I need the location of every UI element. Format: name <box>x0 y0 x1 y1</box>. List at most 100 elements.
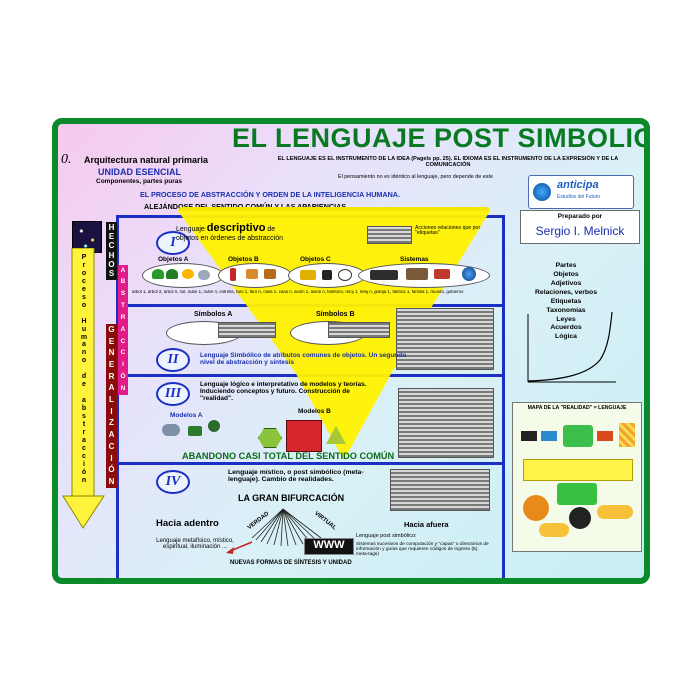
tree-icon <box>152 269 164 279</box>
credit-prepared: Preparado por <box>557 213 603 220</box>
vertical-letter: r <box>82 261 86 269</box>
vertical-letter: o <box>81 357 87 365</box>
vertical-letter: a <box>82 397 86 405</box>
vertical-letter: L <box>109 395 114 405</box>
vertical-letter: N <box>108 476 115 486</box>
train-icon <box>370 270 398 280</box>
pipeline-model-icon <box>258 428 282 448</box>
list-item: Taxonomías <box>546 306 586 314</box>
vertical-letter: Ó <box>108 465 115 475</box>
bifurcation-fan <box>226 508 322 554</box>
vertical-letter: E <box>108 231 115 241</box>
vertical-letter: A <box>120 266 126 274</box>
map-node <box>521 431 537 441</box>
gear-icon <box>208 420 220 432</box>
vertical-letter: A <box>108 430 115 440</box>
level-3-numeral: III <box>156 382 190 406</box>
vertical-letter: R <box>108 371 115 381</box>
vertical-letter: e <box>82 285 86 293</box>
vertical-letter: H <box>108 222 115 232</box>
factory-icon <box>406 268 428 280</box>
vertical-letter: C <box>108 441 115 451</box>
tractor-icon <box>188 426 202 436</box>
level-zero-number: 0. <box>61 152 72 167</box>
anticipa-logo: anticipa Estudios del Futuro <box>528 175 634 209</box>
vertical-letter: H <box>108 250 115 260</box>
logo-name: anticipa <box>557 179 599 191</box>
level-3-redacted-side <box>398 388 494 458</box>
vertical-letter: S <box>120 290 126 298</box>
vertical-letter: c <box>82 277 86 285</box>
vertical-letter: Z <box>109 418 114 428</box>
list-item: Adjetivos <box>550 279 582 287</box>
rain-cloud-icon <box>162 424 180 436</box>
sun-icon <box>182 269 194 279</box>
map-title: MAPA DE LA "REALIDAD" = LENGUAJE <box>527 405 627 411</box>
car-icon <box>300 270 316 280</box>
level-3-text: Lenguaje lógico e interpretativo de mode… <box>200 381 367 402</box>
map-node <box>523 459 633 481</box>
map-node <box>597 505 633 519</box>
vertical-letter: N <box>108 348 115 358</box>
vertical-letter: e <box>82 381 86 389</box>
simbolos-b-label: Símbolos B <box>316 311 355 318</box>
process-heading-line2: ALEJÁNDOSE DEL SENTIDO COMÚN Y LAS APARI… <box>144 202 347 211</box>
vertical-letter: I <box>110 406 113 416</box>
map-node <box>539 523 569 537</box>
nuevas-formas-label: NUEVAS FORMAS DE SÍNTESIS Y UNIDAD <box>230 560 352 566</box>
level-1-numeral: I <box>156 231 190 255</box>
map-node <box>619 423 635 447</box>
phone-icon <box>322 270 332 280</box>
list-item: Relaciones, verbos <box>535 288 597 296</box>
www-label: WWW <box>313 539 345 551</box>
level-2-redacted-side <box>396 308 494 370</box>
hacia-afuera-desc: Sistemas sucesivos de computación y "cap… <box>356 542 489 558</box>
abandono-heading: ABANDONO CASI TOTAL DEL SENTIDO COMÚN <box>182 451 395 461</box>
house-icon <box>246 269 258 279</box>
level-4-redacted-side <box>390 469 490 511</box>
simbolos-a-label: Símbolos A <box>194 311 233 318</box>
vertical-letter: A <box>120 325 126 333</box>
vertical-letter: a <box>82 341 86 349</box>
map-node <box>557 483 597 505</box>
map-node <box>563 425 593 447</box>
level-1-actions: Acciones relaciones que por "etiquetas" <box>415 225 481 237</box>
list-item: Acuerdos <box>550 324 582 332</box>
vertical-letter: I <box>122 361 124 369</box>
machine-model-icon <box>286 420 322 452</box>
globe-icon <box>462 267 476 281</box>
level-4-numeral: IV <box>156 470 190 494</box>
credit-author: Sergio I. Melnick <box>535 224 625 238</box>
vertical-letter: r <box>82 428 86 436</box>
logo-tagline: Estudios del Futuro <box>557 194 601 200</box>
vertical-letter: B <box>120 278 126 286</box>
vertical-letter: u <box>81 325 87 333</box>
family-icon <box>434 269 450 279</box>
vertical-letter: o <box>81 269 87 277</box>
level-1-redacted-block <box>367 226 412 244</box>
vertical-letter: I <box>110 453 113 463</box>
clock-icon <box>338 269 352 281</box>
vertical-letter: H <box>81 317 87 325</box>
vertical-letter: t <box>82 421 86 429</box>
level-1-title-big: descriptivo <box>206 222 266 234</box>
list-item: Objetos <box>553 270 579 278</box>
hacia-afuera-heading: Hacia afuera <box>404 520 449 529</box>
level-1-title-post: de objetos en órdenes de abstracción <box>176 226 284 242</box>
process-heading-line1: EL PROCESO DE ABSTRACCIÓN Y ORDEN DE LA … <box>140 190 400 199</box>
concept-list: Partes Objetos Adjetivos Relaciones, ver… <box>514 262 618 342</box>
level-1-title: Lenguaje descriptivo de objetos en órden… <box>176 222 294 242</box>
vertical-letter: b <box>81 405 87 413</box>
credit-box: Preparado por Sergio I. Melnick <box>520 210 640 244</box>
vertical-letter: T <box>121 302 125 310</box>
label-sistemas: Sistemas <box>400 256 429 263</box>
vertical-letter: O <box>108 259 115 269</box>
bifurcacion-heading: LA GRAN BIFURCACIÓN <box>238 493 345 503</box>
list-item: Partes <box>555 262 577 269</box>
map-node <box>523 495 549 521</box>
list-item: Leyes <box>556 315 576 323</box>
